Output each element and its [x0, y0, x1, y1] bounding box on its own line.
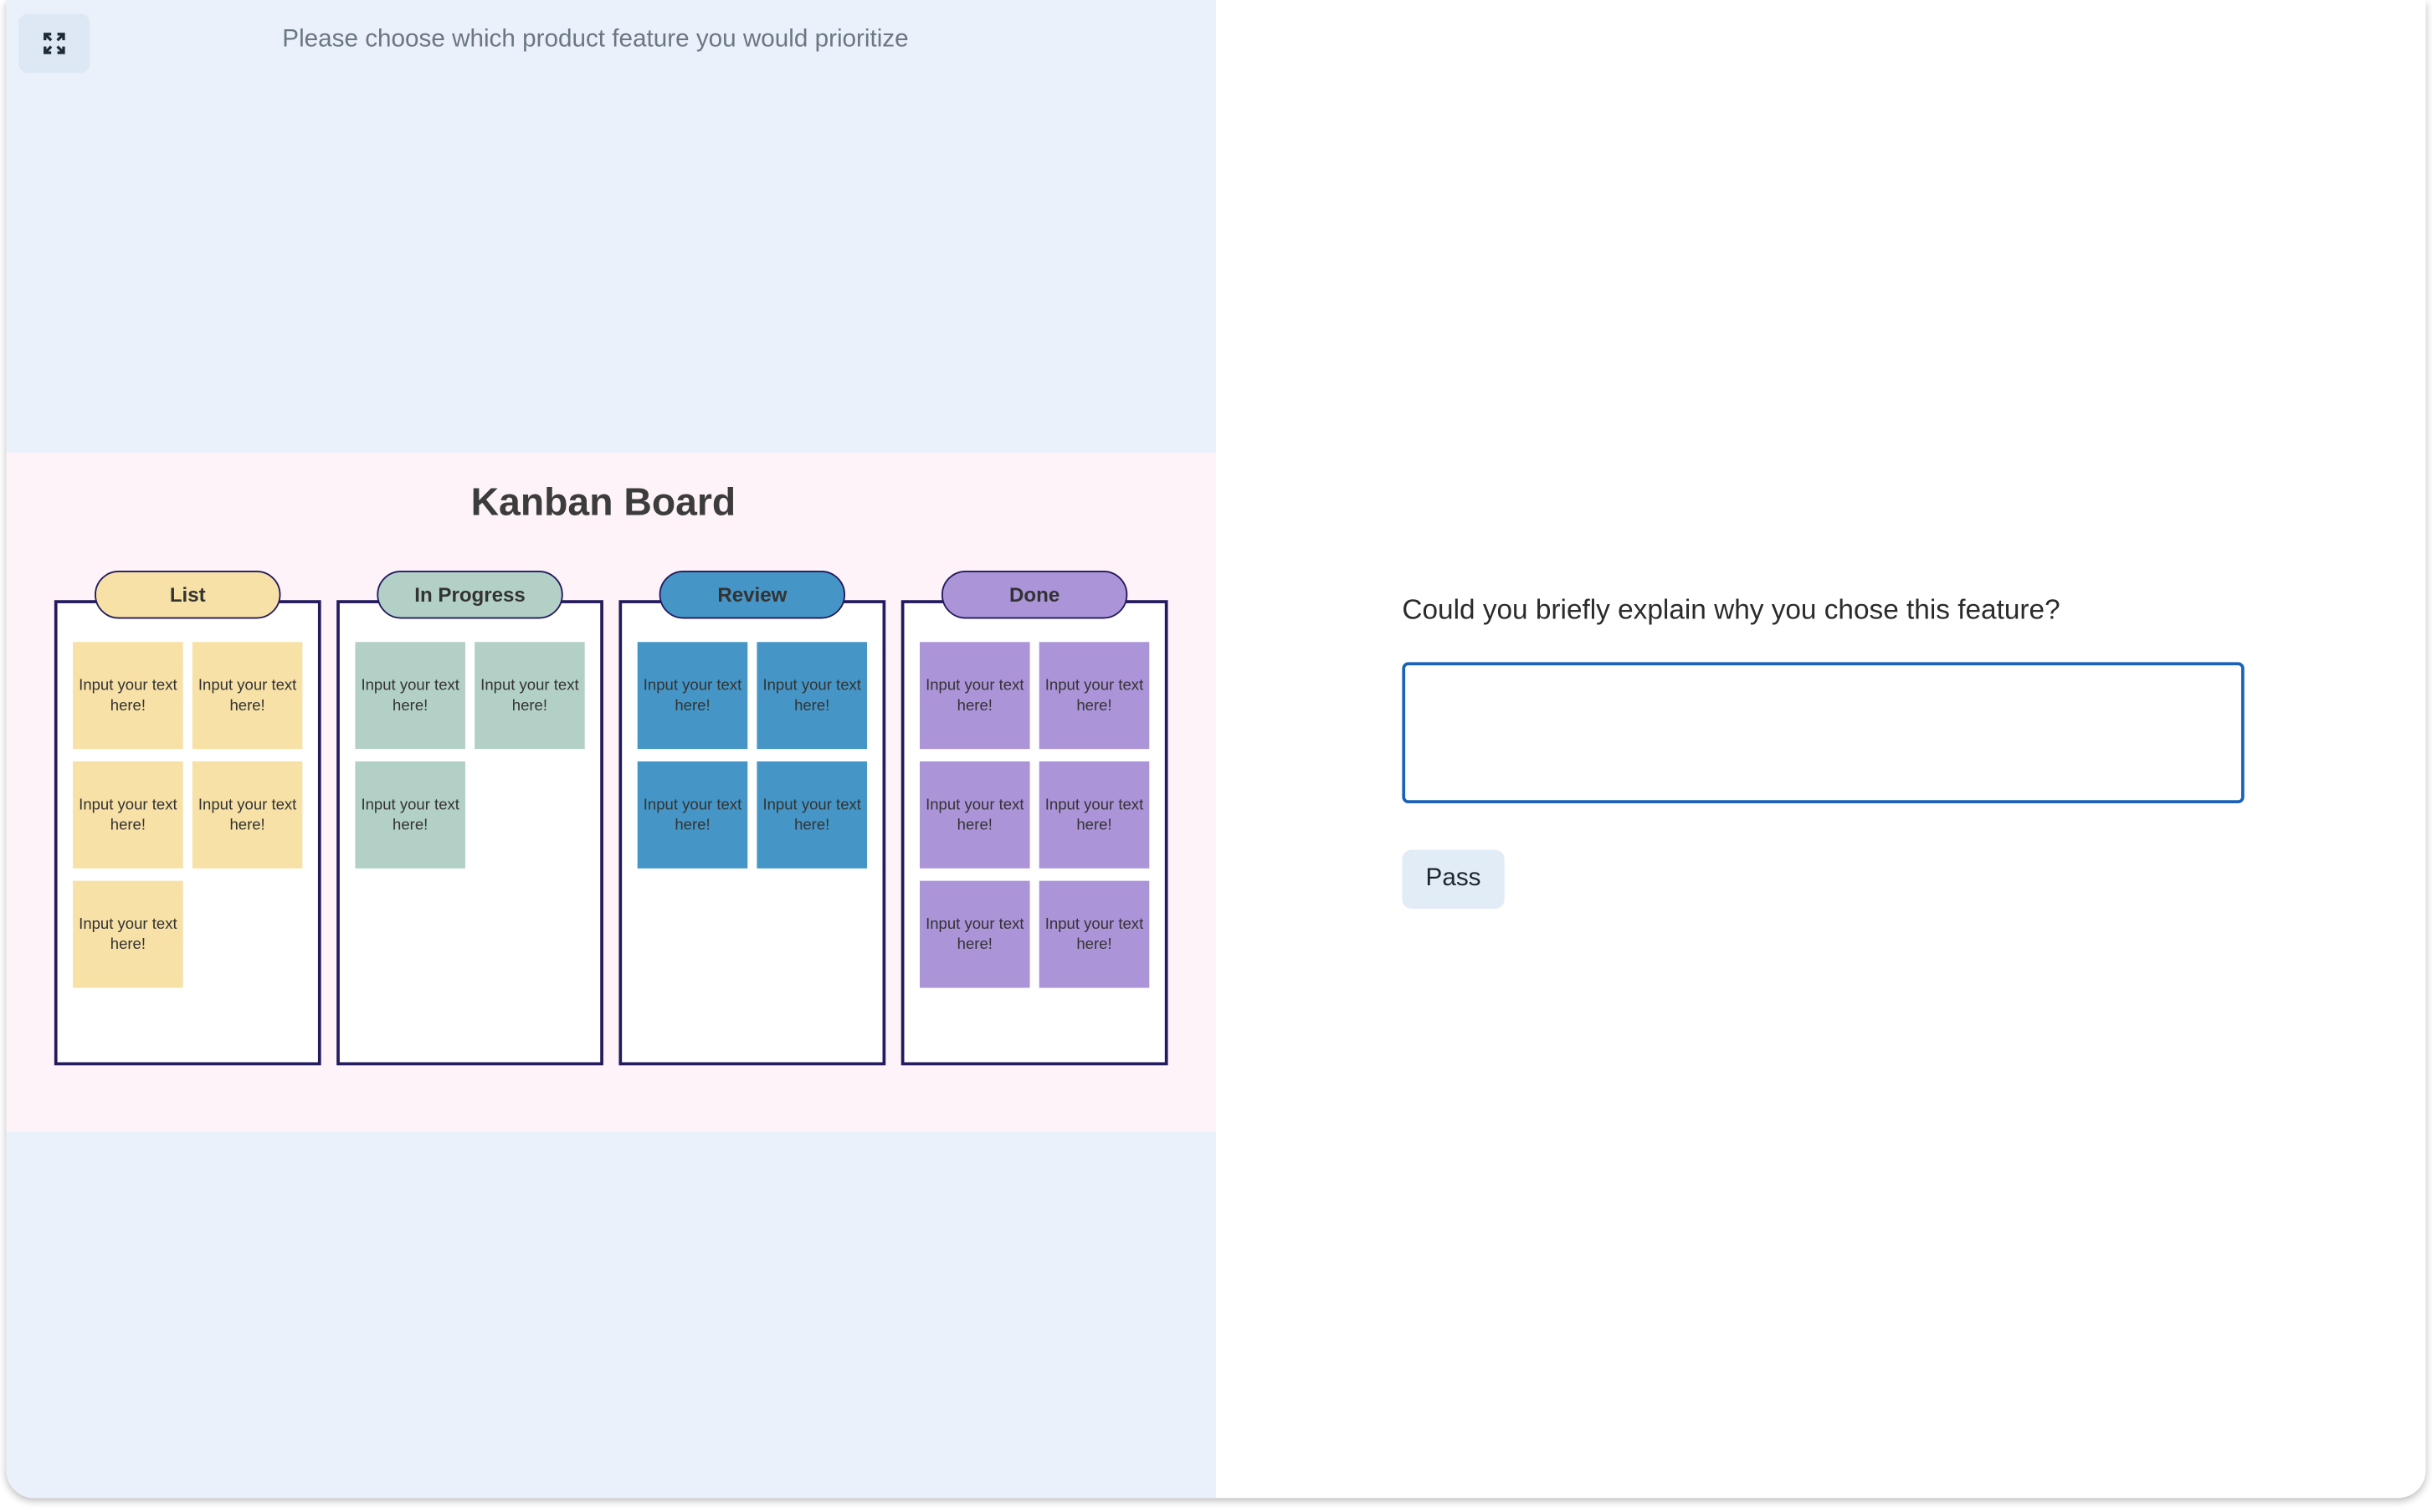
pass-button[interactable]: Pass [1402, 849, 1505, 910]
sticky-note: Input your text here! [637, 642, 748, 750]
column-header: List [95, 571, 281, 619]
survey-window: Please choose which product feature you … [6, 0, 2426, 1499]
sticky-note: Input your text here! [355, 642, 465, 750]
sticky-note: Input your text here! [637, 761, 748, 869]
sticky-note: Input your text here! [355, 761, 465, 869]
column-header: Review [659, 571, 846, 619]
column-header: In Progress [377, 571, 563, 619]
sticky-note: Input your text here! [757, 761, 867, 869]
question-prompt: Please choose which product feature you … [282, 26, 909, 54]
sticky-note: Input your text here! [1039, 761, 1150, 869]
column-header: Done [941, 571, 1128, 619]
sticky-note: Input your text here! [73, 880, 183, 988]
sticky-note: Input your text here! [920, 880, 1030, 988]
sticky-note: Input your text here! [192, 761, 303, 869]
sticky-note: Input your text here! [73, 642, 183, 750]
sticky-note: Input your text here! [475, 642, 585, 750]
sticky-note: Input your text here! [1039, 880, 1150, 988]
sticky-note: Input your text here! [192, 642, 303, 750]
explanation-input[interactable] [1402, 662, 2245, 804]
sticky-note: Input your text here! [920, 642, 1030, 750]
sticky-note: Input your text here! [920, 761, 1030, 869]
explain-question: Could you briefly explain why you chose … [1402, 593, 2060, 625]
expand-arrows-icon [44, 33, 65, 54]
expand-button[interactable] [18, 13, 90, 74]
sticky-note: Input your text here! [757, 642, 867, 750]
left-panel: Please choose which product feature you … [6, 0, 1216, 1499]
kanban-title: Kanban Board [470, 480, 736, 525]
sticky-note: Input your text here! [1039, 642, 1150, 750]
sticky-note: Input your text here! [73, 761, 183, 869]
